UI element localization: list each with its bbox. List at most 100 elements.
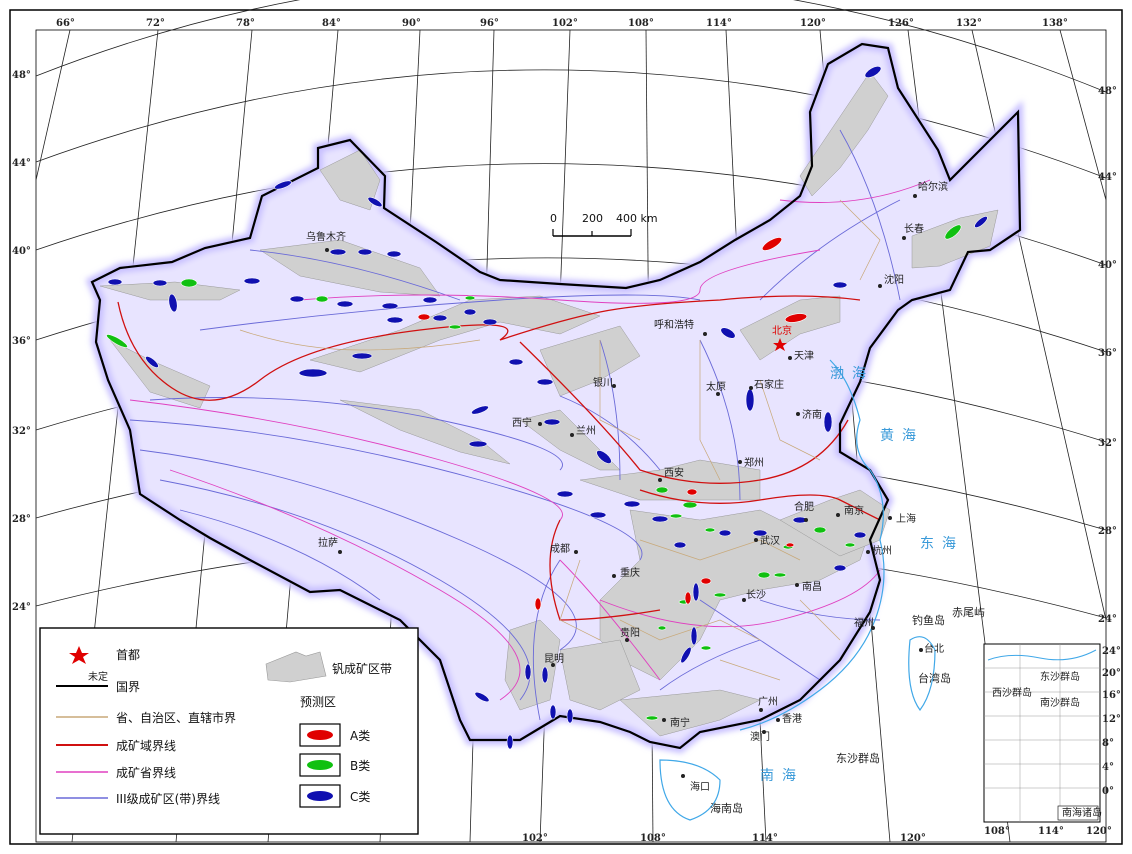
longitude-label: 90° [402,18,421,29]
inset-longitude: 114° [1038,826,1064,837]
legend-star-icon [69,646,89,664]
city-label: 哈尔滨 [918,180,948,193]
legend-class-b-label: B类 [350,759,370,773]
latitude-label: 36° [1098,348,1117,359]
island-label: 钓鱼岛 [912,613,945,627]
sea-label: 黄海 [880,427,924,444]
city-label: 银川 [593,376,613,389]
longitude-label: 126° [888,18,914,29]
longitude-label: 132° [956,18,982,29]
latitude-label: 28° [12,514,31,525]
city-label: 郑州 [744,456,764,469]
inset-latitude: 20° [1102,668,1121,679]
city-label: 南京 [844,504,864,517]
city-label: 香港 [782,713,802,725]
legend-belt-swatch [265,651,327,683]
latitude-label: 32° [12,426,31,437]
capital-star-marker [773,338,787,351]
city-label: 乌鲁木齐 [306,230,346,243]
coastline [659,359,936,821]
latitude-label: 44° [1098,172,1117,183]
city-label: 长沙 [746,589,766,601]
latitude-label: 40° [12,246,31,257]
inset-latitude: 24° [1102,646,1121,657]
sea-label: 渤海 [830,366,874,382]
inset-latitude: 16° [1102,690,1121,701]
longitude-label: 102° [522,833,548,844]
legend-capital-label: 首都 [116,648,140,662]
metallogenic-province-lines [129,179,931,701]
inset-label: 东沙群岛 [1040,670,1080,683]
inset-longitude: 108° [984,826,1010,837]
legend-province-label: 省、自治区、直辖市界 [116,710,236,725]
city-label: 上海 [896,512,916,525]
longitude-label: 84° [322,18,341,29]
inset-label: 南沙群岛 [1040,696,1080,709]
latitude-label: 44° [12,158,31,169]
island-label: 海南岛 [710,801,743,815]
city-label: 兰州 [576,424,596,437]
island-label: 东沙群岛 [836,751,880,765]
city-label: 海口 [690,780,710,793]
national-border [90,42,1022,750]
inset-latitude: 0° [1102,786,1114,797]
legend-class-a-icon [307,730,333,740]
bottom-longitude-labels: 102° 108° 114° 120° [522,833,926,844]
top-longitude-labels: 66° 72° 78° 84° 90° 96° 102° 108° 114° 1… [56,18,1068,29]
city-label: 天津 [794,350,814,362]
legend-metallogenic-label: 成矿省界线 [116,766,176,780]
city-label: 南昌 [802,580,822,593]
legend-belt-label: 钒成矿区带 [332,661,392,676]
city-dots [325,194,923,778]
city-label: 呼和浩特 [654,319,694,331]
south-china-sea-inset: 东沙群岛 西沙群岛 南沙群岛 南海诸岛 108° 114° 120° 24° 2… [983,643,1121,837]
city-label: 西宁 [512,416,532,429]
legend-prediction-title: 预测区 [300,695,336,709]
city-label: 福州 [854,616,874,629]
city-label: 成都 [550,543,570,555]
city-label: 武汉 [760,534,780,547]
scale-bar: 0 200 400 km [550,212,658,237]
class-a-areas [417,237,808,611]
province-borders [239,199,881,681]
inset-longitude: 120° [1086,826,1112,837]
legend: 首都 未定 国界 省、自治区、直辖市界 成矿域界线 成矿省界线 III级成矿区(… [39,627,419,835]
legend-class-c-icon [307,791,333,801]
inset-label: 西沙群岛 [992,686,1032,699]
capital-label: 北京 [772,324,792,337]
longitude-label: 78° [236,18,255,29]
city-label: 昆明 [544,653,564,665]
longitude-label: 114° [752,833,778,844]
legend-class-b-icon [307,760,333,770]
island-label: 赤尾屿 [952,606,985,619]
latitude-label: 24° [12,602,31,613]
scale-tick-label: 0 [550,212,557,225]
longitude-label: 120° [900,833,926,844]
longitude-label: 96° [480,18,499,29]
latitude-label: 48° [1098,86,1117,97]
scale-tick-label: 200 [582,212,603,225]
sea-label: 东海 [920,536,964,552]
city-label: 石家庄 [754,378,784,391]
city-label: 贵阳 [620,626,640,639]
longitude-label: 108° [628,18,654,29]
longitude-label: 138° [1042,18,1068,29]
city-label: 太原 [706,380,726,393]
legend-box [39,627,419,835]
city-label: 广州 [758,696,778,708]
legend-domain-label: 成矿域界线 [116,739,176,753]
legend-undetermined-label: 未定 [88,670,108,683]
city-labels: 乌鲁木齐 哈尔滨 长春 沈阳 呼和浩特 天津 银川 太原 石家庄 济南 西宁 兰… [306,180,948,793]
inset-latitude: 8° [1102,738,1114,749]
city-label: 沈阳 [884,273,904,286]
island-label: 台湾岛 [918,671,951,685]
city-label: 西安 [664,466,684,479]
longitude-label: 66° [56,18,75,29]
longitude-label: 102° [552,18,578,29]
latitude-label: 36° [12,336,31,347]
level3-lines [129,129,901,721]
sea-label: 南海 [760,768,804,784]
legend-class-c-label: C类 [350,790,370,804]
latitude-label: 48° [12,70,31,81]
city-label: 合肥 [794,500,814,513]
